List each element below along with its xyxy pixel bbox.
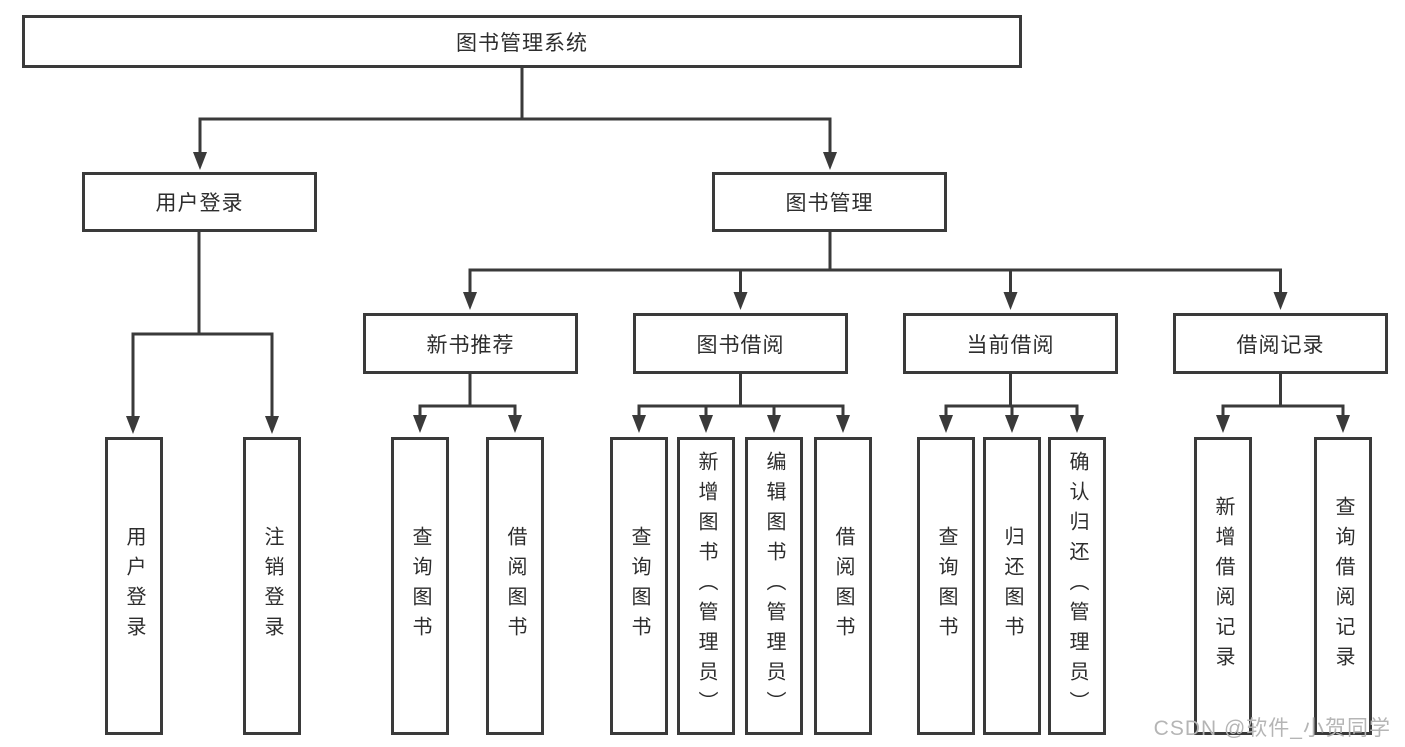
node-current-borrow-label: 当前借阅 xyxy=(966,333,1055,357)
leaf-user-login: 用户登录 xyxy=(105,437,163,735)
leaf-return-books: 归还图书 xyxy=(983,437,1041,735)
leaf-logout-login: 注销登录 xyxy=(243,437,301,735)
node-borrow-records-label: 借阅记录 xyxy=(1236,333,1325,357)
leaf-current-query-books: 查询图书 xyxy=(917,437,975,735)
leaf-borrow-query-books-label: 查询图书 xyxy=(628,526,650,646)
node-user-login-label: 用户登录 xyxy=(155,192,244,215)
node-current-borrow: 当前借阅 xyxy=(903,313,1118,374)
node-book-borrow: 图书借阅 xyxy=(633,313,848,374)
leaf-recommend-query-books-label: 查询图书 xyxy=(409,526,431,646)
leaf-query-borrow-record-label: 查询借阅记录 xyxy=(1332,496,1354,676)
leaf-recommend-borrow-books: 借阅图书 xyxy=(486,437,544,735)
node-borrow-records: 借阅记录 xyxy=(1173,313,1388,374)
leaf-query-borrow-record: 查询借阅记录 xyxy=(1314,437,1372,735)
node-root-label: 图书管理系统 xyxy=(456,31,588,55)
node-new-book-recommend-label: 新书推荐 xyxy=(426,333,515,357)
leaf-user-login-label: 用户登录 xyxy=(123,526,145,646)
node-book-borrow-label: 图书借阅 xyxy=(696,333,785,357)
leaf-return-books-label: 归还图书 xyxy=(1001,526,1023,646)
leaf-borrow-books: 借阅图书 xyxy=(814,437,872,735)
leaf-current-query-books-label: 查询图书 xyxy=(935,526,957,646)
leaf-borrow-query-books: 查询图书 xyxy=(610,437,668,735)
leaf-add-books-admin-label: 新增图书（管理员） xyxy=(695,451,717,721)
node-new-book-recommend: 新书推荐 xyxy=(363,313,578,374)
node-book-management-label: 图书管理 xyxy=(785,192,874,215)
leaf-confirm-return-admin: 确认归还（管理员） xyxy=(1048,437,1106,735)
leaf-add-books-admin: 新增图书（管理员） xyxy=(677,437,735,735)
leaf-logout-login-label: 注销登录 xyxy=(261,526,283,646)
node-user-login: 用户登录 xyxy=(82,172,317,232)
node-root: 图书管理系统 xyxy=(22,15,1022,68)
leaf-edit-books-admin: 编辑图书（管理员） xyxy=(745,437,803,735)
leaf-borrow-books-label: 借阅图书 xyxy=(832,526,854,646)
leaf-recommend-query-books: 查询图书 xyxy=(391,437,449,735)
leaf-recommend-borrow-books-label: 借阅图书 xyxy=(504,526,526,646)
leaf-add-borrow-record-label: 新增借阅记录 xyxy=(1212,496,1234,676)
node-book-management: 图书管理 xyxy=(712,172,947,232)
leaf-edit-books-admin-label: 编辑图书（管理员） xyxy=(763,451,785,721)
leaf-confirm-return-admin-label: 确认归还（管理员） xyxy=(1066,451,1088,721)
leaf-add-borrow-record: 新增借阅记录 xyxy=(1194,437,1252,735)
